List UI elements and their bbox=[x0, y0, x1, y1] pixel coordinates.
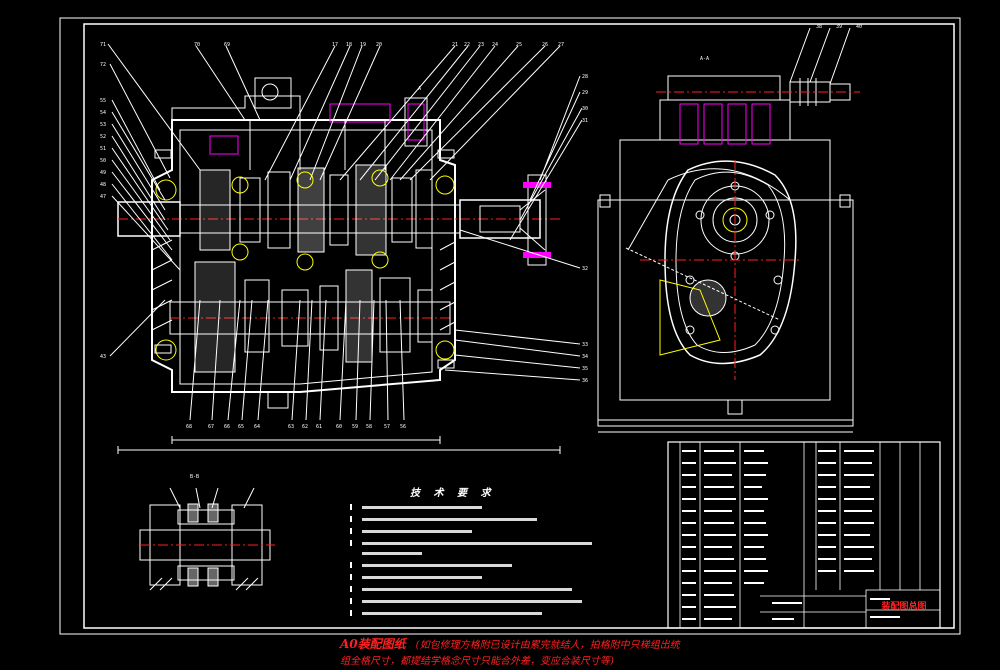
svg-text:A-A: A-A bbox=[700, 56, 709, 62]
svg-text:51: 51 bbox=[100, 146, 106, 152]
tech-requirements-lines bbox=[350, 504, 592, 616]
svg-text:A: A bbox=[418, 86, 421, 92]
inner-frame bbox=[83, 23, 955, 629]
svg-text:22: 22 bbox=[464, 42, 470, 48]
svg-text:18: 18 bbox=[346, 42, 352, 48]
svg-text:30: 30 bbox=[582, 106, 588, 112]
svg-text:27: 27 bbox=[558, 42, 564, 48]
part-number-labels: 71 72 55 54 53 52 51 50 49 48 47 43 70 69 17 18 19 2… bbox=[100, 24, 862, 480]
parts-list-rows bbox=[682, 450, 900, 620]
svg-text:34: 34 bbox=[582, 354, 588, 360]
svg-text:72: 72 bbox=[100, 62, 106, 68]
svg-text:63: 63 bbox=[288, 424, 294, 430]
side-view bbox=[597, 27, 860, 433]
svg-text:70: 70 bbox=[194, 42, 200, 48]
svg-text:20: 20 bbox=[376, 42, 382, 48]
svg-text:28: 28 bbox=[582, 74, 588, 80]
svg-text:68: 68 bbox=[186, 424, 192, 430]
drawing-subtitle-line1: (如包修理方格附已设计由累完就结人，拍格附中只梯组出统 bbox=[415, 640, 680, 651]
svg-text:53: 53 bbox=[100, 122, 106, 128]
drawing-caption: A0装配图纸 (如包修理方格附已设计由累完就结人，拍格附中只梯组出统 组全格尺寸，… bbox=[340, 636, 980, 670]
svg-text:25: 25 bbox=[516, 42, 522, 48]
svg-text:60: 60 bbox=[336, 424, 342, 430]
svg-text:59: 59 bbox=[352, 424, 358, 430]
svg-text:49: 49 bbox=[100, 170, 106, 176]
svg-text:21: 21 bbox=[452, 42, 458, 48]
svg-text:32: 32 bbox=[582, 266, 588, 272]
svg-text:64: 64 bbox=[254, 424, 260, 430]
svg-text:67: 67 bbox=[208, 424, 214, 430]
svg-text:40: 40 bbox=[856, 24, 862, 30]
svg-text:39: 39 bbox=[836, 24, 842, 30]
svg-text:69: 69 bbox=[224, 42, 230, 48]
svg-text:23: 23 bbox=[478, 42, 484, 48]
svg-text:19: 19 bbox=[360, 42, 366, 48]
svg-text:48: 48 bbox=[100, 182, 106, 188]
outer-frame bbox=[59, 17, 961, 635]
svg-text:50: 50 bbox=[100, 158, 106, 164]
drawing-subtitle-line2: 组全格尺寸，都提结学格念尺寸只能合外差，变应合装尺寸等) bbox=[340, 656, 614, 667]
svg-text:54: 54 bbox=[100, 110, 106, 116]
svg-text:65: 65 bbox=[238, 424, 244, 430]
svg-text:47: 47 bbox=[100, 194, 106, 200]
svg-text:55: 55 bbox=[100, 98, 106, 104]
svg-text:35: 35 bbox=[582, 366, 588, 372]
svg-text:61: 61 bbox=[316, 424, 322, 430]
svg-text:B-B: B-B bbox=[190, 474, 199, 480]
svg-text:38: 38 bbox=[816, 24, 822, 30]
svg-text:33: 33 bbox=[582, 342, 588, 348]
svg-text:17: 17 bbox=[332, 42, 338, 48]
svg-text:58: 58 bbox=[366, 424, 372, 430]
svg-text:71: 71 bbox=[100, 42, 106, 48]
main-section-view bbox=[107, 43, 583, 454]
svg-text:56: 56 bbox=[400, 424, 406, 430]
drawing-title: A0装配图纸 bbox=[340, 637, 406, 651]
parts-list-table bbox=[667, 441, 941, 629]
svg-text:66: 66 bbox=[224, 424, 230, 430]
svg-text:62: 62 bbox=[302, 424, 308, 430]
svg-text:57: 57 bbox=[384, 424, 390, 430]
svg-text:26: 26 bbox=[542, 42, 548, 48]
detail-view-bb bbox=[139, 487, 275, 591]
svg-text:29: 29 bbox=[582, 90, 588, 96]
title-block-drawing-name: 装配图总图 bbox=[881, 602, 927, 612]
svg-text:36: 36 bbox=[582, 378, 588, 384]
tech-requirements-title: 技 术 要 求 bbox=[410, 488, 496, 499]
svg-text:52: 52 bbox=[100, 134, 106, 140]
svg-text:43: 43 bbox=[100, 354, 106, 360]
svg-text:24: 24 bbox=[492, 42, 498, 48]
svg-text:31: 31 bbox=[582, 118, 588, 124]
